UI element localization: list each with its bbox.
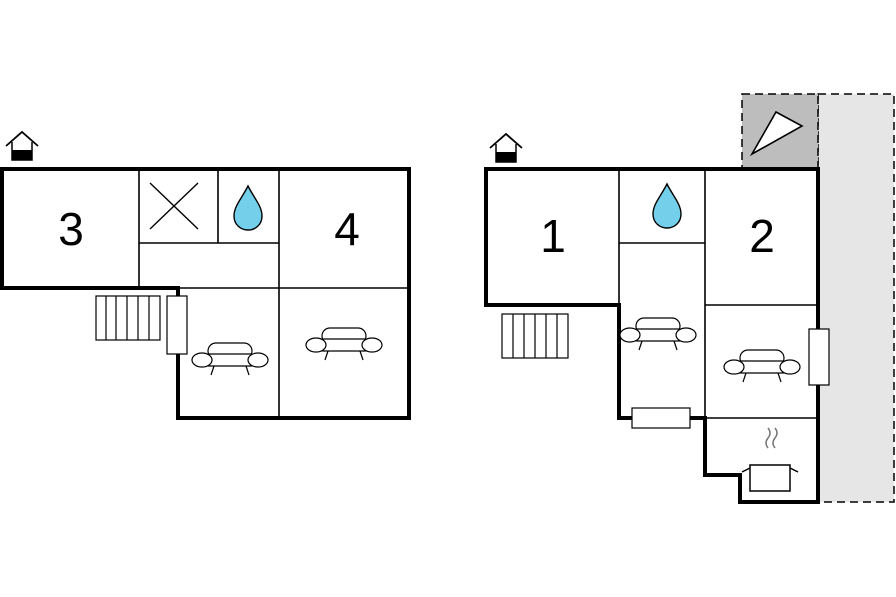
radiator-icon [808, 328, 830, 386]
room-label-2: 2 [749, 210, 775, 262]
room-label-4: 4 [334, 203, 360, 255]
sofa-icon [723, 349, 801, 383]
toilet-cross-icon [149, 182, 199, 230]
sofa-icon [305, 327, 383, 361]
house-entrance-icon [489, 133, 523, 163]
outer-wall [0, 167, 411, 420]
outer-wall [484, 167, 820, 504]
stairs-icon [95, 295, 161, 341]
water-drop-icon [233, 185, 263, 231]
sofa-icon [191, 342, 269, 376]
house-entrance-icon [5, 131, 39, 161]
north-arrow-icon [749, 110, 804, 157]
radiator-icon [631, 407, 691, 429]
sofa-icon [619, 317, 697, 351]
left-unit: 3 4 [0, 131, 411, 420]
radiator-icon [166, 295, 188, 355]
right-unit: 1 2 [484, 93, 895, 504]
room-label-1: 1 [540, 210, 566, 262]
water-drop-icon [652, 183, 682, 229]
stairs-icon [501, 313, 569, 359]
room-label-3: 3 [58, 203, 84, 255]
terrace-area [817, 93, 895, 503]
cooking-pot-icon [741, 427, 799, 492]
